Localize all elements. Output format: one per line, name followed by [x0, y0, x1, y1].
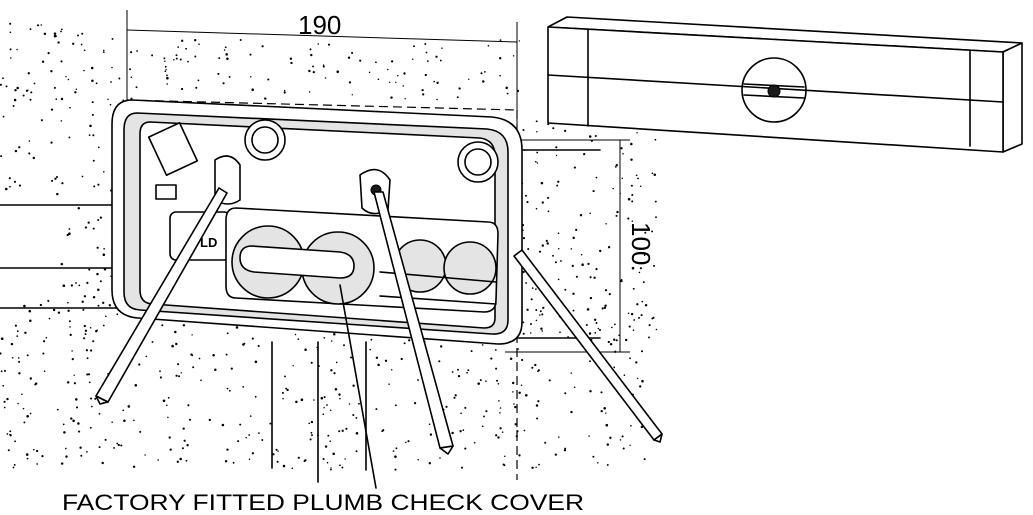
plumb-check-cover: LD [169, 207, 499, 313]
housing-badge: LD [200, 235, 217, 250]
callout-label: FACTORY FITTED PLUMB CHECK COVER [62, 490, 584, 515]
height-dimension-label: 100 [626, 222, 656, 265]
height-dimension: 100 [505, 139, 656, 353]
callout-leader [339, 284, 377, 489]
width-dimension-label: 190 [298, 10, 341, 40]
fixing-spikes [95, 187, 663, 455]
spirit-level [547, 16, 1023, 153]
